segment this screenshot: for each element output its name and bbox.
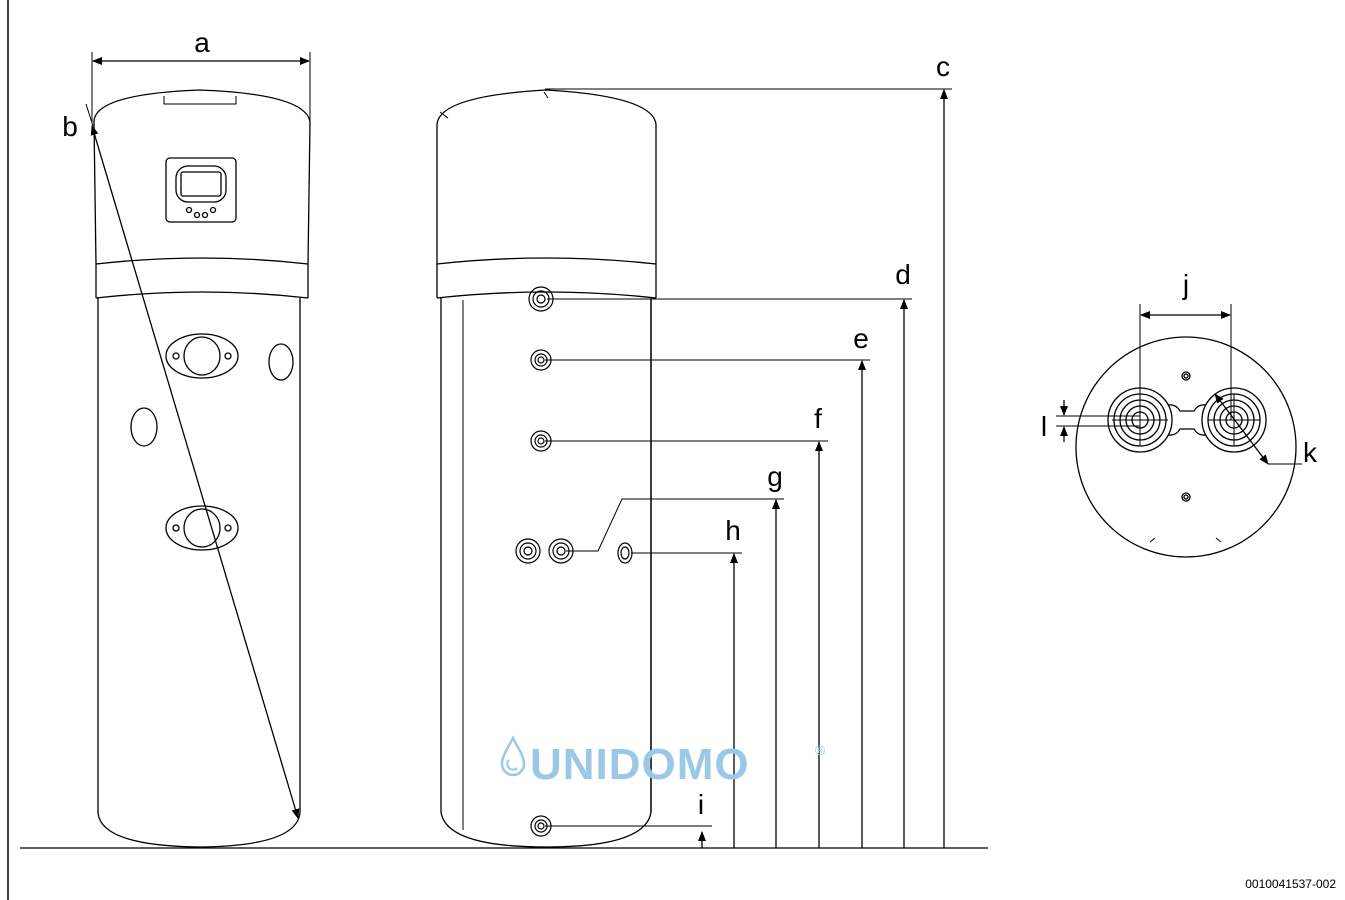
- side-top-cap: [436, 89, 657, 125]
- connection-h: [617, 542, 633, 564]
- label-c: c: [936, 51, 950, 82]
- label-l: l: [1041, 411, 1047, 442]
- drop-icon: [500, 735, 526, 777]
- label-k: k: [1303, 437, 1318, 468]
- label-b: b: [62, 111, 78, 142]
- dimension-a: a: [91, 27, 311, 122]
- dimension-k: [1214, 393, 1302, 465]
- figure-code: 0010041537-002: [1245, 877, 1336, 891]
- label-g: g: [767, 461, 783, 492]
- height-dimensions: [698, 89, 948, 848]
- front-upper-flange: [165, 333, 239, 379]
- dimension-b: b: [62, 103, 300, 819]
- label-e: e: [853, 323, 869, 354]
- watermark: UNIDOMO ®: [500, 735, 826, 789]
- watermark-registered-mark: ®: [815, 742, 826, 758]
- side-view: [436, 89, 657, 848]
- front-lower-flange: [165, 505, 239, 551]
- watermark-text: UNIDOMO: [530, 740, 750, 789]
- dimension-j: [1139, 304, 1232, 420]
- front-view: [93, 89, 311, 848]
- label-j: j: [1182, 269, 1189, 300]
- label-h: h: [725, 515, 741, 546]
- top-view: [1075, 336, 1297, 558]
- top-outline: [1075, 336, 1297, 558]
- label-i: i: [698, 789, 704, 820]
- front-top-cap: [93, 89, 311, 123]
- dimension-l: [1056, 400, 1140, 442]
- connection-g1: [515, 538, 541, 564]
- label-d: d: [895, 259, 911, 290]
- label-a: a: [194, 27, 210, 58]
- leader-lines: [545, 88, 952, 827]
- label-f: f: [814, 403, 822, 434]
